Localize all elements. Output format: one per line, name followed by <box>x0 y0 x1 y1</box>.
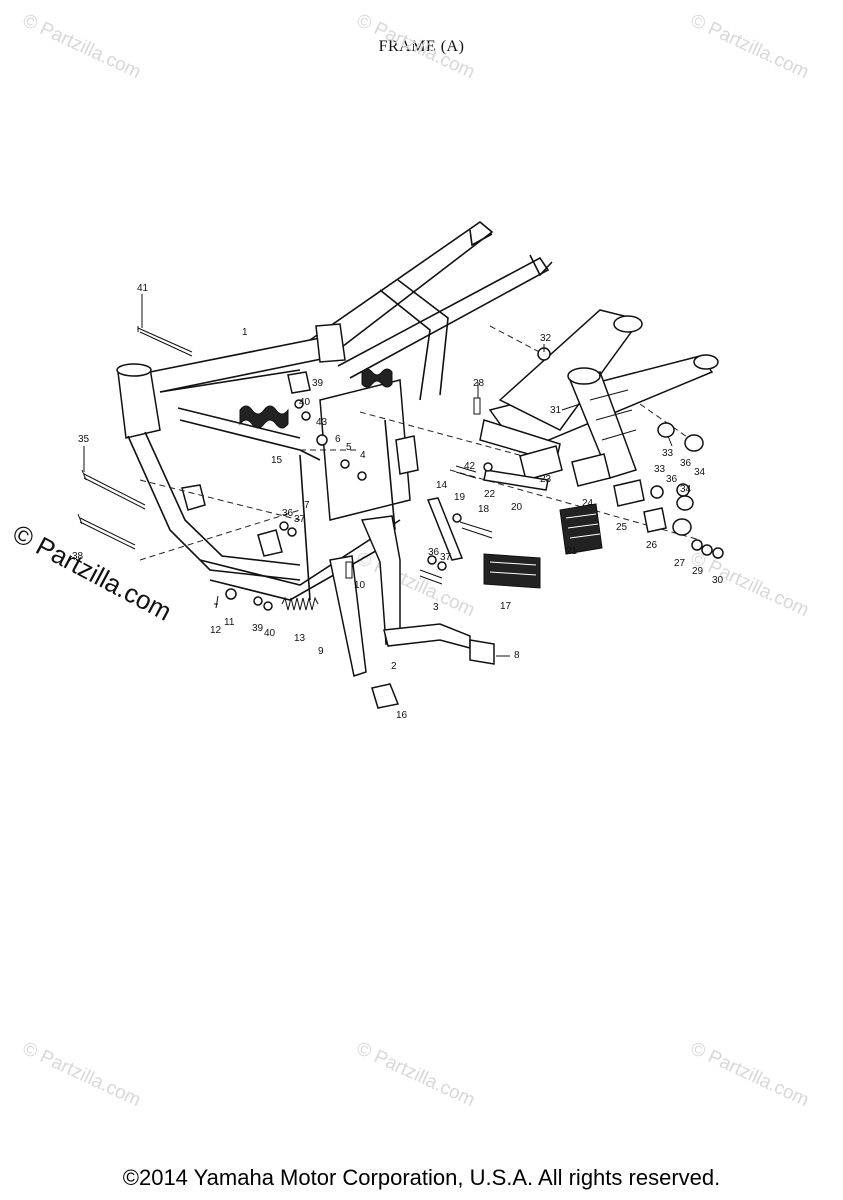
callout-31: 31 <box>550 405 562 416</box>
callout-22: 22 <box>484 489 496 500</box>
callout-7: 7 <box>304 500 310 511</box>
callout-20: 20 <box>511 502 523 513</box>
callout-34a: 34 <box>694 467 706 478</box>
callout-39a: 39 <box>312 378 324 389</box>
callout-15: 15 <box>271 455 283 466</box>
callout-35: 35 <box>78 434 90 445</box>
callout-8: 8 <box>514 650 520 661</box>
rear-shock-absorber <box>567 367 637 479</box>
callout-32: 32 <box>540 333 552 344</box>
callout-10: 10 <box>354 580 366 591</box>
callout-38: 38 <box>72 551 84 562</box>
callout-28: 28 <box>473 378 485 389</box>
callout-26: 26 <box>646 540 658 551</box>
callout-4: 4 <box>360 450 366 461</box>
callout-1: 1 <box>242 327 248 338</box>
callout-11: 11 <box>224 617 235 628</box>
callout-33b: 33 <box>654 464 666 475</box>
callout-14: 14 <box>436 480 448 491</box>
pivot-shaft <box>483 469 549 491</box>
stand-springs <box>214 595 319 611</box>
copyright-notice: ©2014 Yamaha Motor Corporation, U.S.A. A… <box>122 1165 721 1190</box>
callout-2: 2 <box>391 661 397 672</box>
callout-36a: 36 <box>282 508 294 519</box>
callout-40a: 40 <box>299 397 311 408</box>
diagram-title: FRAME (A) <box>378 38 465 55</box>
callout-3: 3 <box>433 602 439 613</box>
callout-6: 6 <box>335 434 341 445</box>
callout-37a: 37 <box>294 514 306 525</box>
pivot-collars <box>519 347 704 536</box>
footrest-rubbers <box>483 503 603 589</box>
engine-mount-rubbers <box>239 368 393 429</box>
center-stand <box>329 497 495 709</box>
callout-39b: 39 <box>252 623 264 634</box>
callout-13: 13 <box>294 633 306 644</box>
callout-41: 41 <box>137 283 149 294</box>
engine-mount-bolts <box>77 326 493 585</box>
callout-27: 27 <box>674 558 686 569</box>
callout-40b: 40 <box>264 628 276 639</box>
frame-assembly <box>116 220 553 601</box>
callout-21: 21 <box>566 546 578 557</box>
callout-29: 29 <box>692 566 704 577</box>
callout-34b: 34 <box>680 484 692 495</box>
callout-19: 19 <box>454 492 466 503</box>
callout-17: 17 <box>500 601 512 612</box>
callout-36c: 36 <box>680 458 692 469</box>
callout-leaders <box>83 294 673 657</box>
callout-5: 5 <box>346 442 352 453</box>
callout-43: 43 <box>316 417 328 428</box>
callout-30: 30 <box>712 575 724 586</box>
part-callouts: 41 1 35 38 39 40 43 15 6 5 4 7 36 37 10 … <box>72 283 724 721</box>
callout-9: 9 <box>318 646 324 657</box>
callout-25: 25 <box>616 522 628 533</box>
nuts-and-washers <box>225 399 724 611</box>
callout-23: 23 <box>540 474 552 485</box>
callout-24: 24 <box>582 498 594 509</box>
callout-36d: 36 <box>666 474 678 485</box>
callout-36b: 36 <box>428 547 440 558</box>
callout-18: 18 <box>478 504 490 515</box>
callout-37b: 37 <box>440 552 452 563</box>
callout-16: 16 <box>396 710 408 721</box>
callout-42: 42 <box>464 461 476 472</box>
callout-33a: 33 <box>662 448 674 459</box>
callout-12: 12 <box>210 625 222 636</box>
